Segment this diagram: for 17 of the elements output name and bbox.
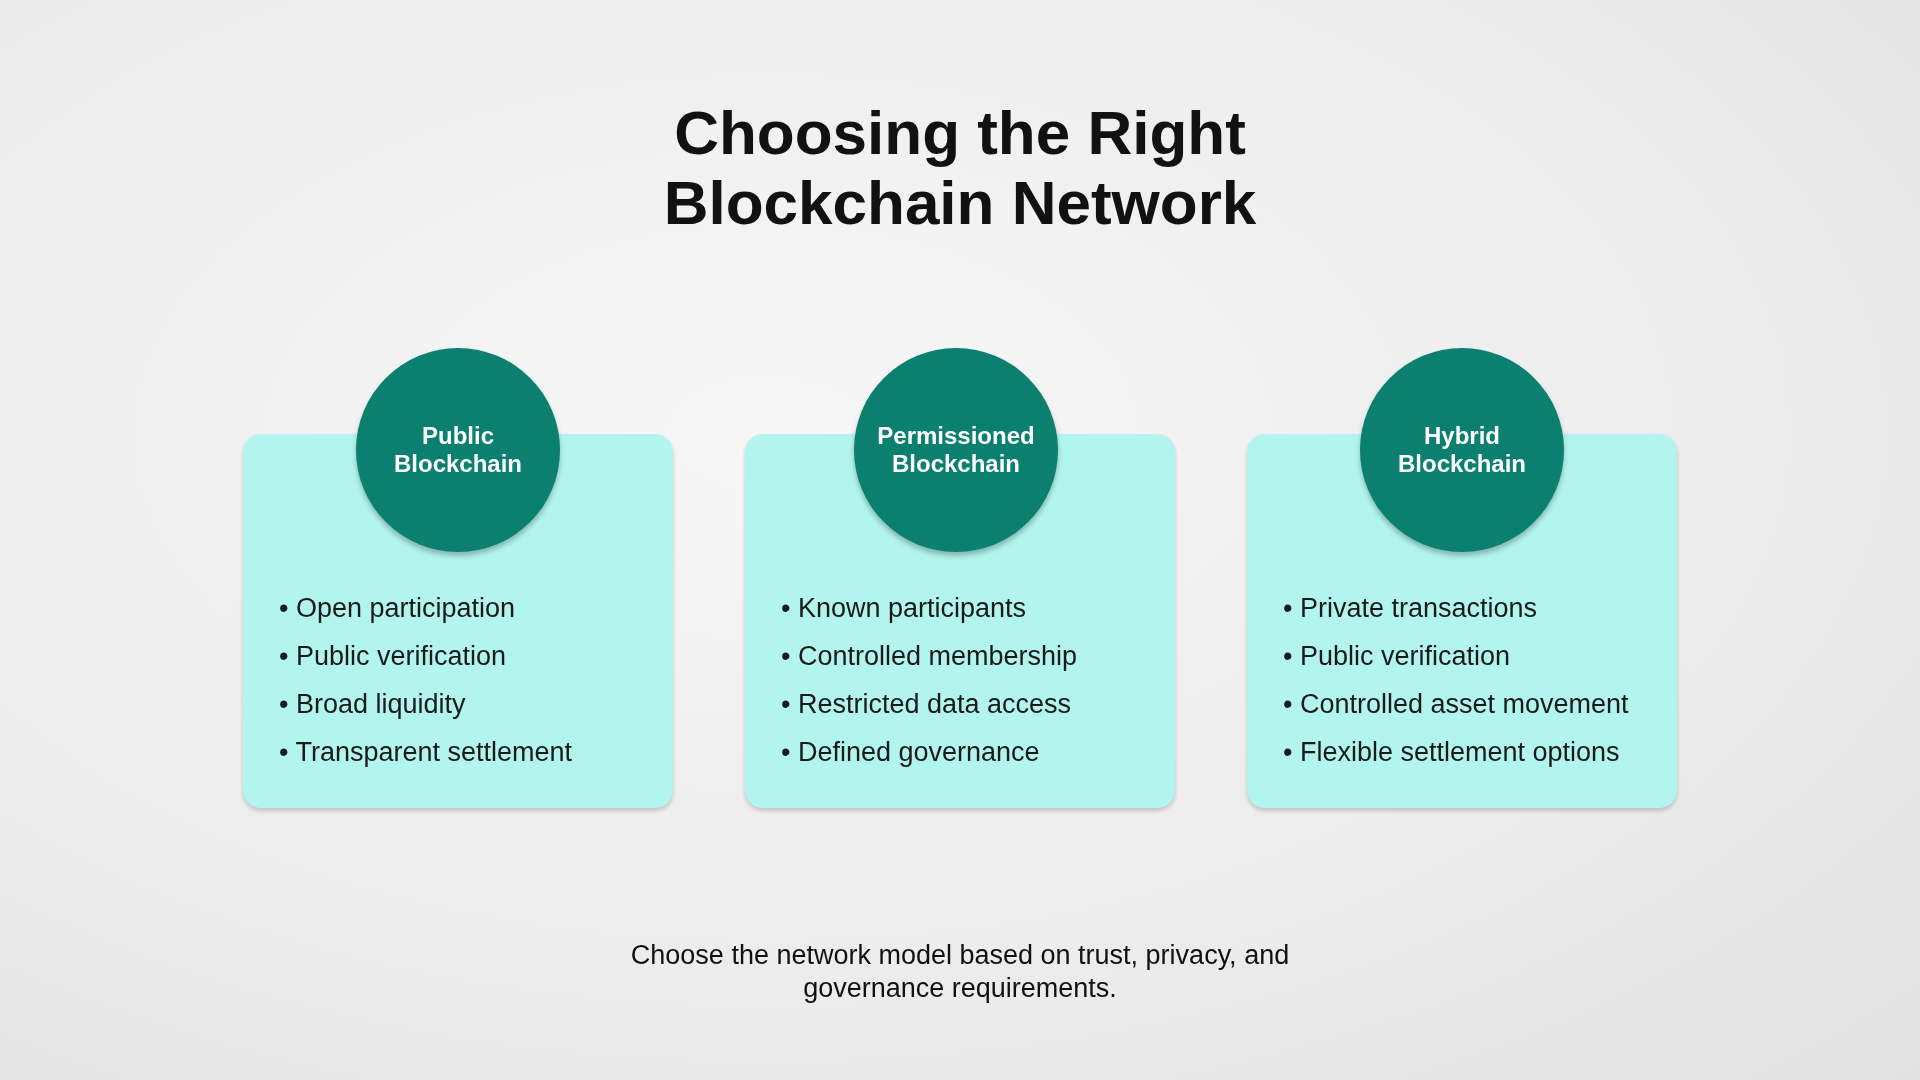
bullet-item: • Defined governance [781, 736, 1041, 769]
bullet-item: • Private transactions [1283, 592, 1539, 625]
bullet-item: • Public verification [1283, 640, 1512, 673]
bullet-item: • Known participants [781, 592, 1028, 625]
circle-heading: Public Blockchain [392, 422, 523, 478]
bullet-item: • Flexible settlement options [1283, 736, 1621, 769]
bullet-item: • Controlled asset movement [1283, 688, 1630, 721]
bullet-item: • Broad liquidity [279, 688, 467, 721]
bullet-item: • Open participation [279, 592, 517, 625]
bullet-item: • Restricted data access [781, 688, 1073, 721]
bullet-item: • Public verification [279, 640, 508, 673]
circle-heading: Permissioned Blockchain [876, 422, 1036, 478]
circle-heading: Hybrid Blockchain [1396, 422, 1527, 478]
bullet-item: • Transparent settlement [279, 736, 574, 769]
title: Choosing the Right Blockchain Network [662, 98, 1258, 238]
caption: Choose the network model based on trust, privacy, and governance requirements. [629, 939, 1291, 1005]
bullet-item: • Controlled membership [781, 640, 1079, 673]
